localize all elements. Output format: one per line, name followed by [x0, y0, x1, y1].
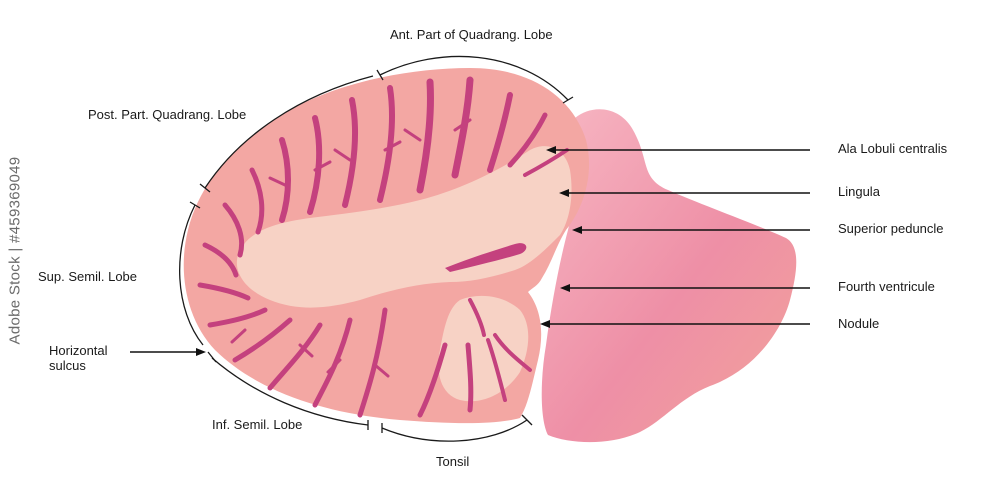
- label-sup-semil-lobe: Sup. Semil. Lobe: [38, 269, 138, 284]
- label-lingula: Lingula: [838, 184, 880, 199]
- label-inf-semil-lobe: Inf. Semil. Lobe: [212, 417, 303, 432]
- label-fourth-ventricule: Fourth ventricule: [838, 279, 935, 294]
- label-ant-part-quadrang-lobe: Ant. Part of Quadrang. Lobe: [390, 27, 553, 42]
- label-ala-lobuli-centralis: Ala Lobuli centralis: [838, 141, 948, 156]
- lobe-brackets: [179, 55, 574, 442]
- label-horizontal-sulcus-line1: Horizontal: [49, 343, 108, 358]
- label-post-part-quadrang-lobe: Post. Part. Quadrang. Lobe: [88, 107, 247, 122]
- watermark-text: Adobe Stock | #459369049: [6, 156, 24, 344]
- pointer-arrows: [130, 146, 810, 356]
- label-superior-peduncle: Superior peduncle: [838, 221, 944, 236]
- cerebellum-hemisphere: [183, 68, 590, 424]
- label-tonsil: Tonsil: [436, 454, 470, 469]
- label-horizontal-sulcus-line2: sulcus: [49, 358, 86, 373]
- label-nodule: Nodule: [838, 316, 880, 331]
- watermark-side-text: Adobe Stock | #459369049: [4, 0, 26, 500]
